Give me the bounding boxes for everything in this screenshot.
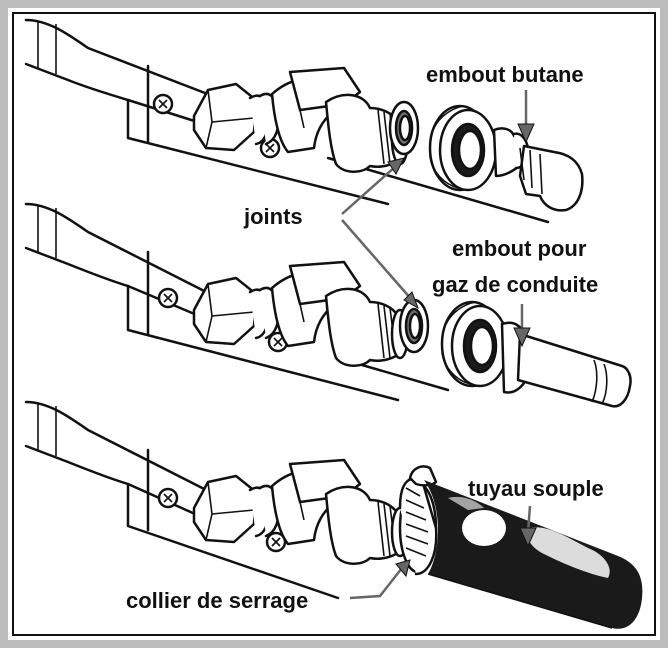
row3-screw-top-icon	[157, 487, 179, 509]
label-gaz-de-conduite: gaz de conduite	[432, 272, 598, 297]
row1-nut	[428, 104, 498, 192]
label-tuyau-souple: tuyau souple	[468, 476, 604, 501]
gas-fittings-diagram: embout butane joints embout pour gaz de …	[24, 18, 643, 629]
arrow-embout-butane	[517, 90, 535, 144]
arrow-joints-top	[341, 157, 405, 215]
row3-elbow-fitting	[192, 458, 410, 566]
row3-bracket	[24, 400, 340, 600]
label-joints: joints	[243, 204, 303, 229]
label-embout-pour: embout pour	[452, 236, 587, 261]
arrow-embout-gaz	[513, 304, 531, 348]
butane-nozzle	[492, 127, 584, 212]
arrow-tuyau-souple	[519, 505, 537, 548]
row1-screw-top-icon	[152, 93, 174, 115]
row1-elbow-fitting	[192, 66, 410, 174]
row2-nut	[440, 300, 510, 388]
row2-bracket	[24, 202, 450, 402]
diagram-border	[12, 12, 656, 636]
flexible-hose	[424, 480, 643, 629]
label-collier-de-serrage: collier de serrage	[126, 588, 308, 613]
arrow-collier	[349, 559, 411, 600]
row1-joint-washer	[388, 100, 420, 156]
row2-joint-washer	[398, 298, 430, 354]
hose-clamp	[398, 465, 438, 576]
row2-screw-top-icon	[157, 287, 179, 309]
row2-elbow-fitting	[192, 260, 410, 368]
label-embout-butane: embout butane	[426, 62, 584, 87]
arrow-joints-bottom	[341, 219, 419, 310]
